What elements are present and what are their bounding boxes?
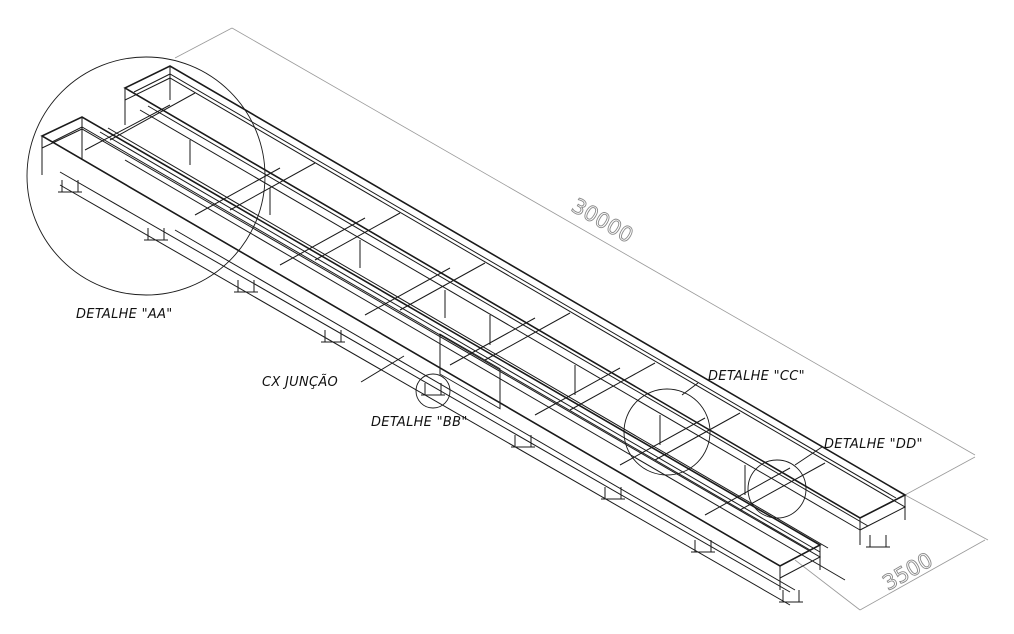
junction-label: CX JUNÇÃO — [262, 374, 338, 390]
detail-cc-circle — [623, 388, 711, 476]
steel-frame-structure — [40, 65, 907, 606]
length-dimension: 30000 — [568, 194, 638, 248]
support-feet — [58, 180, 890, 603]
detail-bb-label: DETALHE "BB" — [371, 415, 468, 430]
detail-cc-label: DETALHE "CC" — [708, 369, 805, 384]
leader-lines — [360, 355, 823, 466]
detail-dd-label: DETALHE "DD" — [824, 437, 923, 452]
detail-bb-circle — [415, 373, 451, 409]
detail-aa-label: DETALHE "AA" — [76, 307, 173, 322]
dimension-lines — [174, 27, 989, 611]
detail-aa-circle — [26, 56, 266, 296]
detail-dd-circle — [747, 459, 807, 519]
width-dimension: 3500 — [879, 548, 937, 596]
